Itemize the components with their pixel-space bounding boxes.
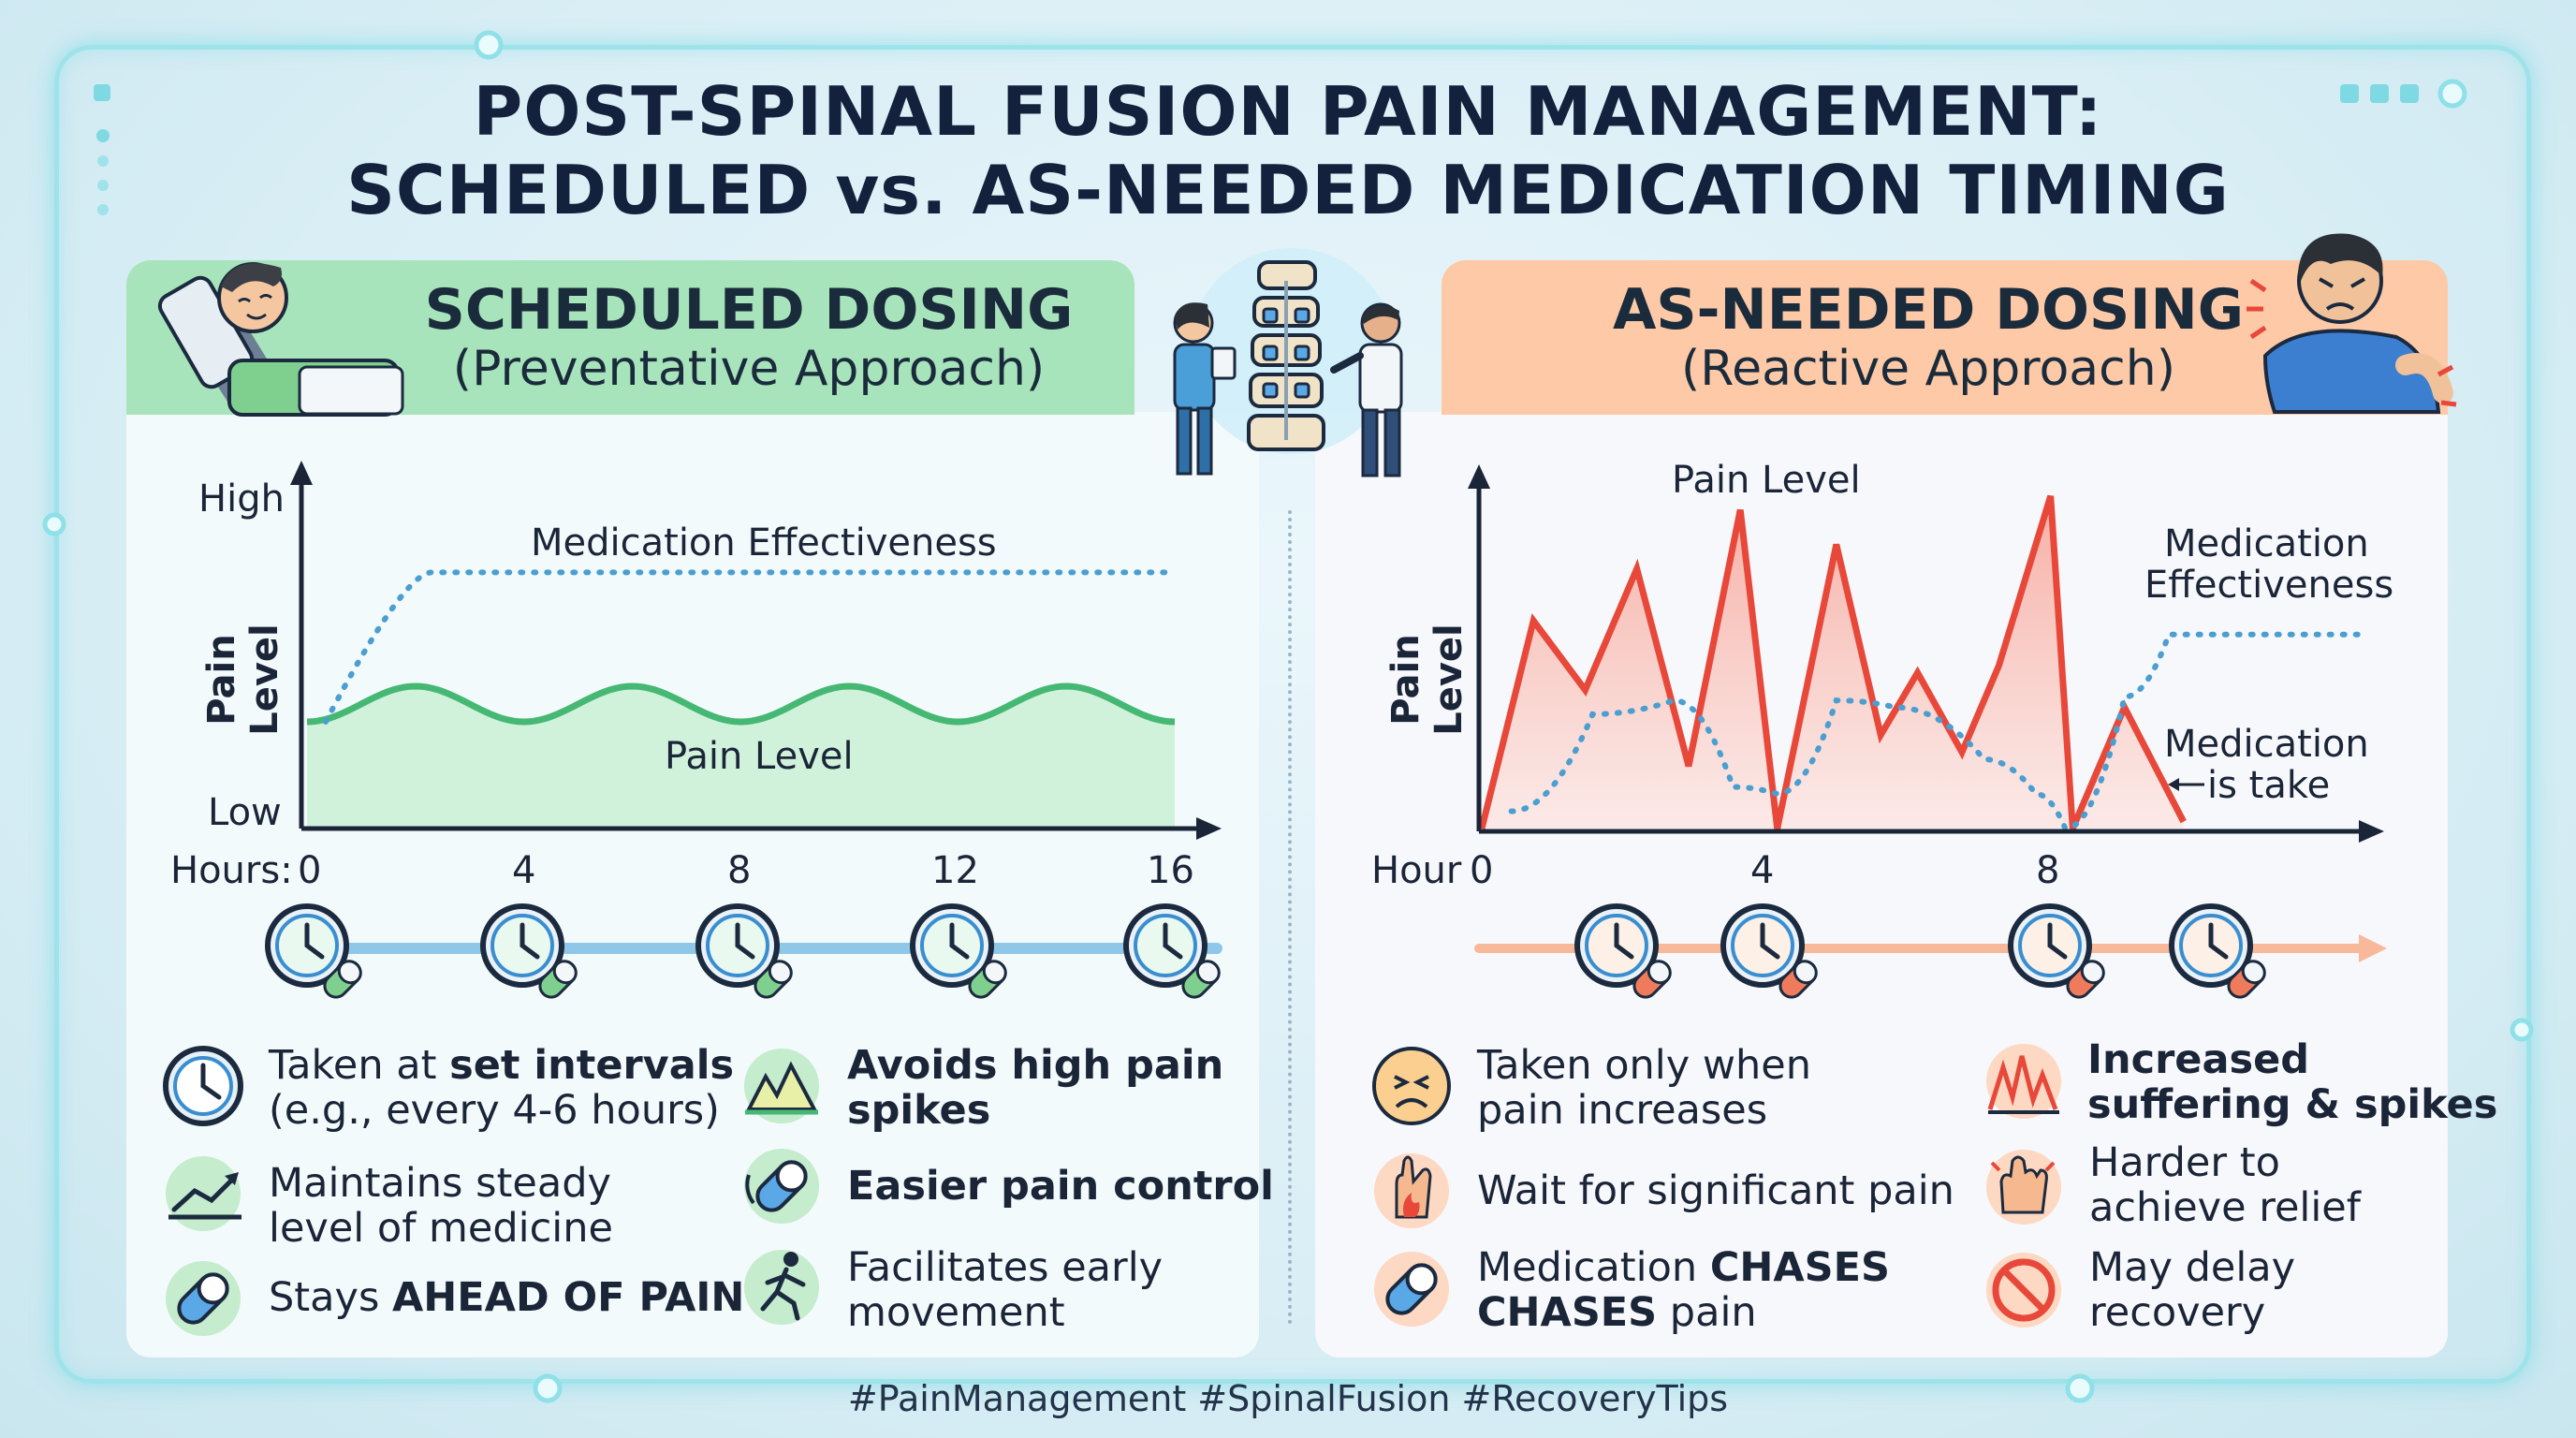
flame-hand-icon (1374, 1153, 1449, 1228)
as-needed-header-subtitle: (Reactive Approach) (1681, 341, 2175, 397)
feature-set-intervals: Taken at set intervals(e.g., every 4-6 h… (269, 1042, 735, 1134)
frame-dot (2370, 84, 2389, 103)
as-needed-x-prefix: Hour (1371, 849, 1462, 892)
hashtags: #PainManagement #SpinalFusion #RecoveryT… (847, 1378, 1729, 1419)
scheduled-x-arrow (1196, 817, 1222, 840)
frame-dot (96, 129, 110, 142)
as-needed-timeline-arrow (2359, 934, 2387, 962)
clock-pill-icon (695, 903, 793, 999)
scheduled-header-title: SCHEDULED DOSING (424, 277, 1074, 343)
frame-node (533, 1373, 563, 1403)
page-title-line-2: SCHEDULED vs. AS-NEEDED MEDICATION TIMIN… (346, 151, 2230, 229)
as-needed-medication-label-1: Medication (2164, 522, 2369, 565)
scheduled-x-tick-12: 12 (931, 849, 979, 892)
frame-node (42, 512, 66, 536)
frame-node (2437, 79, 2467, 109)
as-needed-header-title: AS-NEEDED DOSING (1612, 277, 2245, 343)
scheduled-header-subtitle: (Preventative Approach) (452, 341, 1046, 397)
scheduled-y-low: Low (208, 791, 282, 834)
prohibited-icon (1986, 1253, 2061, 1328)
as-needed-x-tick-0: 0 (1470, 849, 1494, 892)
person-in-pain-illustration (2247, 233, 2457, 414)
capsule-icon (1374, 1252, 1449, 1327)
scheduled-y-arrow (290, 461, 313, 485)
scheduled-pain-line (306, 682, 1176, 726)
clock-pill-icon (480, 903, 578, 999)
as-needed-x-arrow (2359, 820, 2384, 843)
as-needed-x-tick-4: 4 (1750, 849, 1775, 892)
feature-wait-significant: Wait for significant pain (1477, 1167, 1954, 1214)
clock-pill-icon (265, 903, 362, 999)
frame-node (2065, 1373, 2095, 1403)
as-needed-medication-label-2: Effectiveness (2144, 564, 2394, 607)
capsule-icon (166, 1261, 241, 1336)
scheduled-pain-label: Pain Level (665, 735, 854, 778)
hand-icon (1986, 1150, 2061, 1225)
as-needed-pain-label: Pain Level (1672, 459, 1861, 502)
scheduled-x-tick-8: 8 (727, 849, 752, 892)
as-needed-pain-line (1478, 494, 2187, 830)
clock-pill-icon (1720, 903, 1818, 999)
taken-arrowhead (2168, 778, 2179, 791)
capsule-icon (744, 1149, 819, 1224)
as-needed-pain-area (1482, 495, 2184, 829)
medication-taken-label-2: is take (2207, 764, 2331, 807)
feature-ahead-of-pain: Stays AHEAD OF PAIN (269, 1274, 745, 1321)
frame-dot (94, 84, 110, 101)
spine-doctors-illustration (1173, 248, 1403, 477)
as-needed-panel (1315, 412, 2448, 1357)
clock-pill-icon (1123, 903, 1221, 999)
clock-pill-icon (910, 903, 1007, 999)
clock-pill-icon (2169, 903, 2266, 999)
clock-pill-icon (1574, 903, 1672, 999)
patient-in-bed-illustration (157, 262, 404, 417)
frame-dot (97, 204, 109, 215)
as-needed-medication-line (1508, 631, 2371, 832)
scheduled-x-tick-16: 16 (1147, 849, 1194, 892)
scheduled-medication-label: Medication Effectiveness (531, 521, 997, 565)
scheduled-panel (126, 412, 1259, 1357)
running-person-icon (744, 1250, 819, 1325)
scheduled-x-tick-4: 4 (512, 849, 536, 892)
scheduled-medication-line (323, 569, 1178, 725)
frame-node (474, 30, 504, 60)
distressed-face-icon (1372, 1047, 1451, 1125)
as-needed-x-tick-8: 8 (2036, 849, 2060, 892)
scheduled-x-tick-0: 0 (298, 849, 322, 892)
frame-dot (2400, 84, 2419, 103)
page-title-line-1: POST-SPINAL FUSION PAIN MANAGEMENT: (473, 72, 2103, 151)
medication-taken-label-1: Medication (2164, 723, 2369, 766)
frame-dot (97, 180, 109, 191)
clock-icon (163, 1046, 243, 1126)
as-needed-y-arrow (1468, 464, 1490, 489)
frame-dot (2340, 84, 2359, 103)
frame-dot (97, 155, 109, 167)
trend-up-icon (166, 1156, 242, 1231)
center-divider (1288, 510, 1292, 1325)
scheduled-x-prefix: Hours: (170, 849, 293, 892)
spike-icon (1986, 1044, 2061, 1119)
outer-frame (54, 45, 2531, 1384)
feature-easier-control: Easier pain control (847, 1163, 1274, 1210)
mountain-icon (744, 1049, 819, 1123)
frame-node (2510, 1018, 2534, 1042)
scheduled-y-high: High (198, 477, 285, 521)
clock-pill-icon (2008, 903, 2105, 999)
